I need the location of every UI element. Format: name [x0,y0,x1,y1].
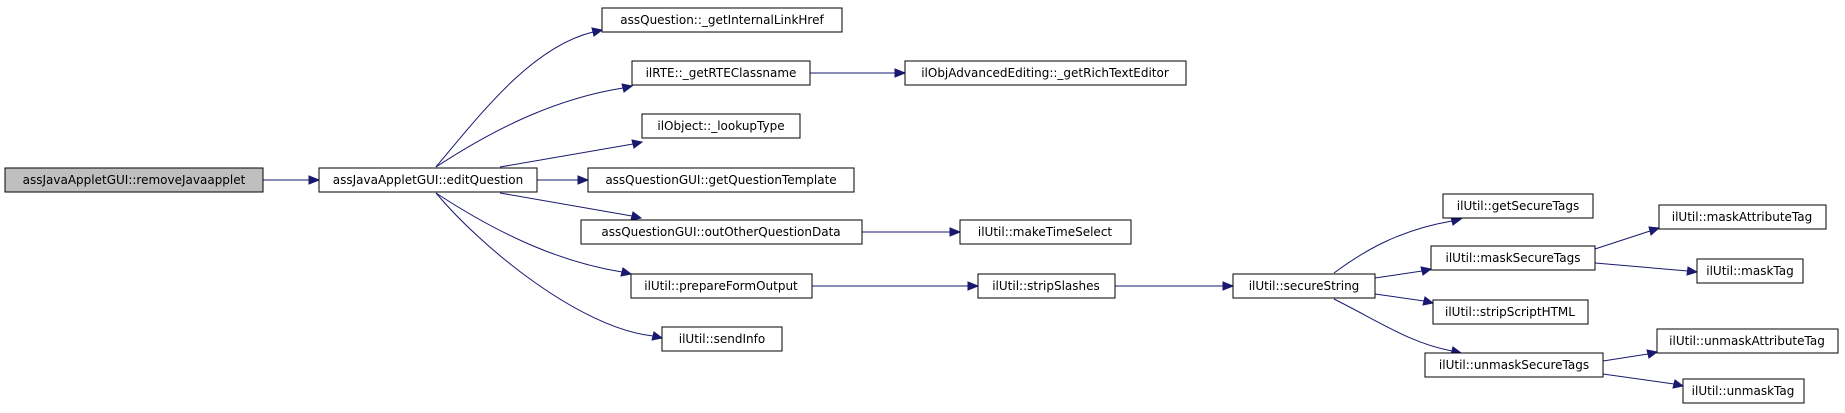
edge-editQuestion-getInternalLinkHref [435,27,604,168]
node-getInternalLinkHref[interactable]: assQuestion::_getInternalLinkHref [601,7,843,33]
node-getSecureTags[interactable]: ilUtil::getSecureTags [1442,193,1594,219]
node-getRichTextEditor[interactable]: ilObjAdvancedEditing::_getRichTextEditor [904,60,1187,86]
edge-unmaskSecureTags-unmaskAttributeTag [1602,349,1659,362]
edge-editQuestion-prepareFormOutput [435,192,633,277]
node-removeJavaapplet[interactable]: assJavaAppletGUI::removeJavaapplet [4,167,264,193]
node-label: ilUtil::maskSecureTags [1446,251,1581,265]
node-label: assQuestion::_getInternalLinkHref [620,13,824,27]
node-stripScriptHTML[interactable]: ilUtil::stripScriptHTML [1432,299,1589,325]
node-label: ilUtil::getSecureTags [1457,199,1579,213]
edge-unmaskSecureTags-unmaskTag [1602,373,1685,389]
node-getQuestionTemplate[interactable]: assQuestionGUI::getQuestionTemplate [587,167,855,193]
node-editQuestion[interactable]: assJavaAppletGUI::editQuestion [318,167,538,193]
edge-editQuestion-getQuestionTemplate [537,175,590,185]
node-getRTEClassname[interactable]: ilRTE::_getRTEClassname [631,60,811,86]
node-label: assJavaAppletGUI::removeJavaapplet [23,173,246,187]
edge-editQuestion-sendInfo [435,192,664,341]
node-label: ilRTE::_getRTEClassname [646,66,797,80]
node-maskTag[interactable]: ilUtil::maskTag [1696,258,1804,284]
node-sendInfo[interactable]: ilUtil::sendInfo [661,326,783,352]
node-label: assQuestionGUI::getQuestionTemplate [605,173,836,187]
node-label: ilUtil::maskAttributeTag [1672,210,1812,224]
node-unmaskTag[interactable]: ilUtil::unmaskTag [1682,378,1805,404]
node-prepareFormOutput[interactable]: ilUtil::prepareFormOutput [630,273,813,299]
node-label: ilUtil::unmaskAttributeTag [1669,334,1825,348]
node-label: ilObject::_lookupType [657,119,784,133]
edge-getRTEClassname-getRichTextEditor [810,68,907,78]
edge-editQuestion-getRTEClassname [435,83,634,168]
node-lookupType[interactable]: ilObject::_lookupType [641,113,801,139]
node-label: ilUtil::maskTag [1706,264,1793,278]
node-unmaskSecureTags[interactable]: ilUtil::unmaskSecureTags [1424,352,1604,378]
edge-stripSlashes-secureString [1115,281,1235,291]
node-stripSlashes[interactable]: ilUtil::stripSlashes [977,273,1116,299]
node-outOtherQuestionData[interactable]: assQuestionGUI::outOtherQuestionData [580,219,863,245]
node-label: ilUtil::prepareFormOutput [644,279,798,293]
edge-secureString-maskSecureTags [1374,266,1433,279]
edge-maskSecureTags-maskTag [1594,262,1699,276]
edge-secureString-getSecureTags [1333,216,1463,274]
node-label: ilUtil::stripScriptHTML [1445,305,1575,319]
node-label: ilUtil::unmaskTag [1692,384,1795,398]
node-maskAttributeTag[interactable]: ilUtil::maskAttributeTag [1658,204,1827,230]
edge-editQuestion-outOtherQuestionData [499,192,643,221]
call-graph-edges [263,27,1699,389]
node-label: ilUtil::unmaskSecureTags [1439,358,1589,372]
node-makeTimeSelect[interactable]: ilUtil::makeTimeSelect [959,219,1132,245]
edge-prepareFormOutput-stripSlashes [812,281,980,291]
call-graph-nodes: assJavaAppletGUI::removeJavaapplet assJa… [4,7,1839,404]
node-label: assQuestionGUI::outOtherQuestionData [601,225,840,239]
node-label: assJavaAppletGUI::editQuestion [333,173,524,187]
node-label: ilUtil::makeTimeSelect [978,225,1113,239]
node-unmaskAttributeTag[interactable]: ilUtil::unmaskAttributeTag [1656,328,1839,354]
node-label: ilUtil::stripSlashes [992,279,1100,293]
edge-maskSecureTags-maskAttributeTag [1594,226,1661,250]
node-label: ilUtil::sendInfo [679,332,765,346]
node-secureString[interactable]: ilUtil::secureString [1232,273,1376,299]
node-label: ilObjAdvancedEditing::_getRichTextEditor [921,66,1169,80]
node-label: ilUtil::secureString [1249,279,1360,293]
edge-secureString-stripScriptHTML [1374,293,1435,306]
edge-editQuestion-lookupType [499,139,644,168]
edge-removeJavaapplet-editQuestion [263,175,321,185]
edge-outOtherQuestionData-makeTimeSelect [862,227,962,237]
node-maskSecureTags[interactable]: ilUtil::maskSecureTags [1430,245,1596,271]
